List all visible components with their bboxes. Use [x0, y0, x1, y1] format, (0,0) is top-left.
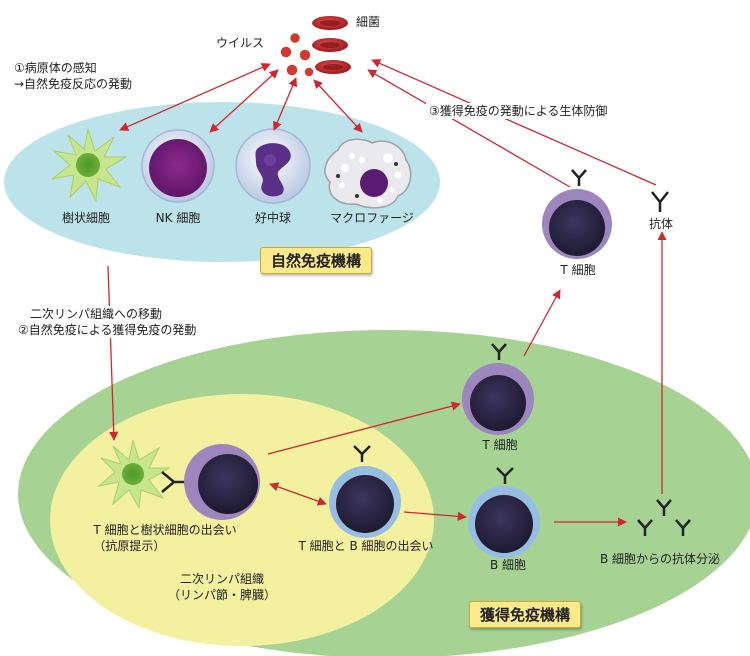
virus-icon [280, 33, 314, 77]
t-dc-meeting-label: T 細胞と樹状細胞の出会い （抗原提示） [93, 522, 236, 554]
macrophage-icon [324, 138, 412, 209]
macrophage-label: マクロファージ [330, 211, 414, 225]
innate-immunity-region [4, 102, 440, 262]
innate-immunity-title: 自然免疫機構 [260, 247, 373, 274]
dendritic-cell-icon [51, 127, 128, 203]
virus-label: ウイルス [216, 36, 265, 50]
t-dc-meeting-line1: T 細胞と樹状細胞の出会い [93, 523, 237, 537]
t-cell-mid-icon [462, 343, 534, 435]
step2-annotation: 二次リンパ組織への移動 ②自然免疫による獲得免疫の発動 [16, 306, 199, 338]
step3-annotation: ③獲得免疫の発動による生体防御 [426, 103, 611, 119]
tb-meet-b-cell-icon [329, 445, 401, 538]
neutrophil-icon [235, 128, 311, 204]
step1-line2: →自然免疫反応の発動 [14, 77, 133, 91]
adaptive-immunity-title: 獲得免疫機構 [469, 601, 582, 628]
t-cell-mid-label: T 細胞 [482, 438, 518, 452]
secreted-antibodies-icon [637, 499, 691, 536]
lymphoid-tissue-label: 二次リンパ組織 （リンパ節・脾臓） [168, 571, 276, 603]
step1-annotation: ①病原体の感知 →自然免疫反応の発動 [14, 60, 133, 92]
antibody-label: 抗体 [648, 217, 674, 231]
bacteria-label: 細菌 [356, 15, 381, 29]
b-cell-label: B 細胞 [489, 558, 527, 572]
nk-cell-label: NK 細胞 [155, 211, 201, 225]
antibody-icon [651, 191, 669, 212]
neutrophil-label: 好中球 [254, 211, 292, 225]
antibody-secretion-label: B 細胞からの抗体分泌 [599, 552, 721, 566]
lymphoid-tissue-line2: （リンパ節・脾臓） [167, 588, 277, 602]
step2-line2: ②自然免疫による獲得免疫の発動 [18, 323, 197, 337]
lymph-dendritic-cell-icon [97, 439, 171, 510]
t-dc-meeting-line2: （抗原提示） [93, 539, 166, 553]
arrows [107, 59, 667, 527]
t-b-meeting-label: T 細胞と B 細胞の出会い [298, 539, 434, 553]
step2-line1: 二次リンパ組織への移動 [30, 307, 163, 321]
lymphoid-tissue-line1: 二次リンパ組織 [179, 572, 265, 586]
t-cell-top-icon [542, 169, 612, 259]
nk-cell-icon [141, 129, 215, 203]
step1-line1: ①病原体の感知 [14, 61, 97, 75]
dendritic-cell-label: 樹状細胞 [61, 211, 111, 225]
b-cell-icon [468, 467, 540, 558]
t-cell-top-label: T 細胞 [560, 263, 596, 277]
lymph-t-cell-icon [184, 444, 260, 520]
bacteria-icon [312, 16, 351, 74]
